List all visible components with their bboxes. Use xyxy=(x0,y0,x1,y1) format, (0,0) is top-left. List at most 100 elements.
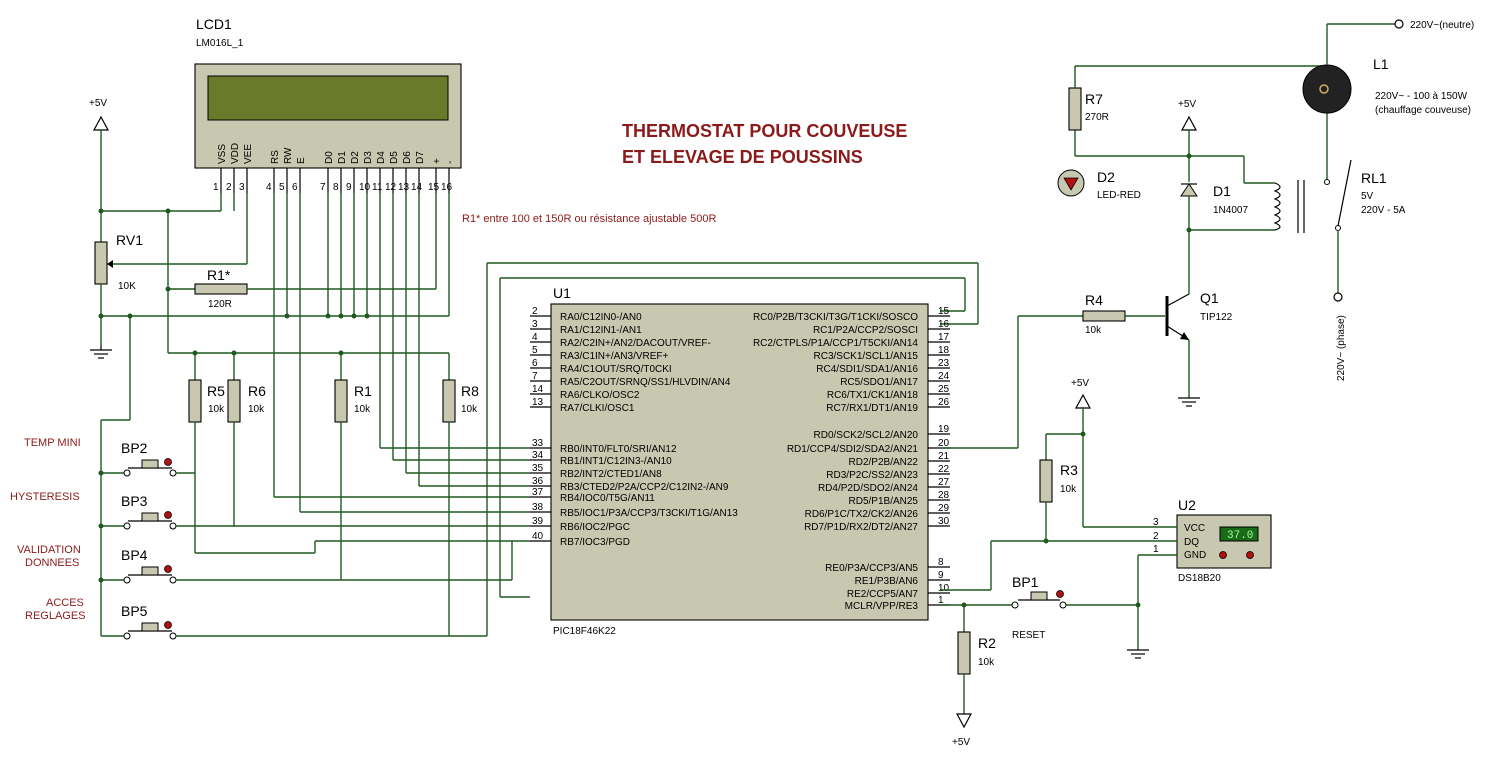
resistor-r1[interactable]: R1 10k xyxy=(334,379,372,580)
mcu-pin-name: RB5/IOC1/P3A/CCP3/T3CKI/T1G/AN13 xyxy=(560,508,738,519)
phase-terminal[interactable] xyxy=(1333,292,1343,302)
potentiometer-rv1[interactable]: RV1 10K xyxy=(94,232,247,345)
microcontroller-u1[interactable]: U1 PIC18F46K22 2RA0/C12IN0-/AN03RA1/C12I… xyxy=(530,285,950,637)
mcu-pin-number: 21 xyxy=(938,451,950,462)
resistor-r1star[interactable] xyxy=(194,283,248,295)
led-d2[interactable]: D2 LED-RED xyxy=(1057,169,1141,201)
mcu-pin-name: RC2/CTPLS/P1A/CCP1/T5CKI/AN14 xyxy=(753,338,918,349)
mcu-pin-number: 3 xyxy=(532,319,538,330)
neutral-terminal[interactable] xyxy=(1394,19,1404,29)
mcu-pin-name: RA5/C2OUT/SRNQ/SS1/HLVDIN/AN4 xyxy=(560,377,731,388)
mcu-pin-number: 15 xyxy=(938,306,950,317)
u2-pin-name: GND xyxy=(1184,550,1206,561)
pushbutton-bp1[interactable]: BP1 RESET xyxy=(1011,574,1067,641)
label-acces: ACCES xyxy=(46,597,84,609)
mcu-pin-number: 30 xyxy=(938,516,950,527)
power-5v-left: +5V xyxy=(89,98,110,242)
pushbutton-bp4[interactable]: BP4 xyxy=(101,547,341,584)
ground-left xyxy=(90,345,112,359)
power-5v-sensor: +5V xyxy=(1045,378,1160,528)
mcu-pin-name: RD5/P1B/AN25 xyxy=(849,496,919,507)
resistor-r8[interactable]: R8 10k xyxy=(442,379,479,636)
mcu-pin-name: RC5/SDO1/AN17 xyxy=(840,377,918,388)
lcd-pin-number: 12 xyxy=(385,182,397,193)
mcu-pin-name: RB1/INT1/C12IN3-/AN10 xyxy=(560,456,672,467)
lcd-pin-number: 13 xyxy=(398,182,410,193)
mcu-pin-name: RB6/IOC2/PGC xyxy=(560,522,630,533)
r6-value: 10k xyxy=(248,404,265,415)
u2-pin-name: VCC xyxy=(1184,523,1205,534)
lcd-screen xyxy=(207,75,449,121)
pushbutton-bp2[interactable]: BP2 xyxy=(101,440,195,477)
mcu-pin-number: 2 xyxy=(532,306,538,317)
lcd-pin-name: VSS xyxy=(217,144,228,164)
mcu-pin-number: 36 xyxy=(532,476,544,487)
mcu-ref: U1 xyxy=(553,285,571,301)
mcu-pin-name: RC1/P2A/CCP2/SOSCI xyxy=(813,325,918,336)
resistor-r3[interactable]: R3 10k xyxy=(1039,459,1078,541)
mcu-pin-name: RD2/P2B/AN22 xyxy=(849,457,919,468)
mcu-pin-number: 35 xyxy=(532,463,544,474)
label-reglages: REGLAGES xyxy=(25,610,86,622)
lcd-pin-name: D3 xyxy=(363,151,374,164)
sensor-u2[interactable]: U2 3 2 1 VCC DQ GND 37.0 DS18B20 xyxy=(1153,497,1272,584)
decrease-button[interactable] xyxy=(1219,551,1227,559)
mcu-pin-number: 6 xyxy=(532,358,538,369)
lcd-pin-name: VDD xyxy=(230,143,241,164)
mcu-pin-name: RD7/P1D/RX2/DT2/AN27 xyxy=(804,522,918,533)
mcu-pin-name: RB4/IOC0/T5G/AN11 xyxy=(560,493,655,504)
lcd-pin-name: E xyxy=(296,157,307,164)
pushbutton-bp3[interactable]: BP3 xyxy=(101,493,234,530)
q1-value: TIP122 xyxy=(1200,312,1233,323)
pushbutton-bp5[interactable]: BP5 xyxy=(101,603,449,640)
mcu-pin-number: 5 xyxy=(532,345,538,356)
r5-value: 10k xyxy=(208,404,225,415)
mcu-pin-name: RE0/P3A/CCP3/AN5 xyxy=(825,563,918,574)
r7-value: 270R xyxy=(1085,112,1109,123)
transistor-q1[interactable]: Q1 TIP122 xyxy=(1165,230,1233,398)
resistor-r4[interactable]: R4 10k xyxy=(1082,292,1165,336)
power-arrow-icon xyxy=(955,713,973,729)
r1star-ref: R1* xyxy=(207,267,231,283)
u2-model: DS18B20 xyxy=(1178,573,1221,584)
lcd-pin-number: 1 xyxy=(213,182,219,193)
lcd-module[interactable]: LCD1 LM016L_1 VSS1VDD2VEE3RS4RW5E6D07D18… xyxy=(194,16,462,193)
diode-d1[interactable]: D1 1N4007 xyxy=(1180,183,1248,230)
lcd-pin-number: 6 xyxy=(292,182,298,193)
mcu-pin-name: RD0/SCK2/SCL2/AN20 xyxy=(814,430,919,441)
lcd-pin-name: D2 xyxy=(350,151,361,164)
mcu-pin-name: RE2/CCP5/AN7 xyxy=(847,589,919,600)
resistor-r7[interactable]: R7 270R xyxy=(1068,65,1327,156)
bp1-label: RESET xyxy=(1012,630,1045,641)
l1-desc: (chauffage couveuse) xyxy=(1375,105,1471,116)
mcu-pin-number: 19 xyxy=(938,424,950,435)
r4-ref: R4 xyxy=(1085,292,1103,308)
u2-ref: U2 xyxy=(1178,497,1196,513)
mcu-pin-name: RA6/CLKO/OSC2 xyxy=(560,390,640,401)
mcu-pin-number: 8 xyxy=(938,557,944,568)
mcu-pin-number: 18 xyxy=(938,345,950,356)
increase-button[interactable] xyxy=(1246,551,1254,559)
mcu-pin-name: RD3/P2C/SS2/AN23 xyxy=(826,470,918,481)
button-indicator xyxy=(164,511,172,519)
r1-value: 10k xyxy=(354,404,371,415)
u2-pin-name: DQ xyxy=(1184,537,1199,548)
mcu-pin-name: RD6/P1C/TX2/CK2/AN26 xyxy=(805,509,919,520)
bp5-ref: BP5 xyxy=(121,603,148,619)
resistor-r5[interactable]: R5 10k xyxy=(188,379,530,554)
lamp-l1[interactable]: L1 220V~ - 100 à 150W (chauffage couveus… xyxy=(1302,23,1471,116)
plus5v-bottom-label: +5V xyxy=(952,737,970,748)
lcd-pin-number: 7 xyxy=(320,182,326,193)
mcu-pin-name: MCLR/VPP/RE3 xyxy=(845,601,919,612)
mcu-pin-name: RC0/P2B/T3CKI/T3G/T1CKI/SOSCO xyxy=(753,312,918,323)
resistor-r2[interactable]: R2 10k xyxy=(957,631,996,714)
resistor-r6[interactable]: R6 10k xyxy=(227,379,530,527)
power-arrow-icon xyxy=(1180,115,1198,131)
lcd-pin-name: D7 xyxy=(415,151,426,164)
mcu-model: PIC18F46K22 xyxy=(553,626,616,637)
lcd-wiring xyxy=(100,193,530,636)
power-arrow-icon xyxy=(92,115,110,131)
mcu-pin-number: 14 xyxy=(532,384,544,395)
d2-value: LED-RED xyxy=(1097,190,1141,201)
